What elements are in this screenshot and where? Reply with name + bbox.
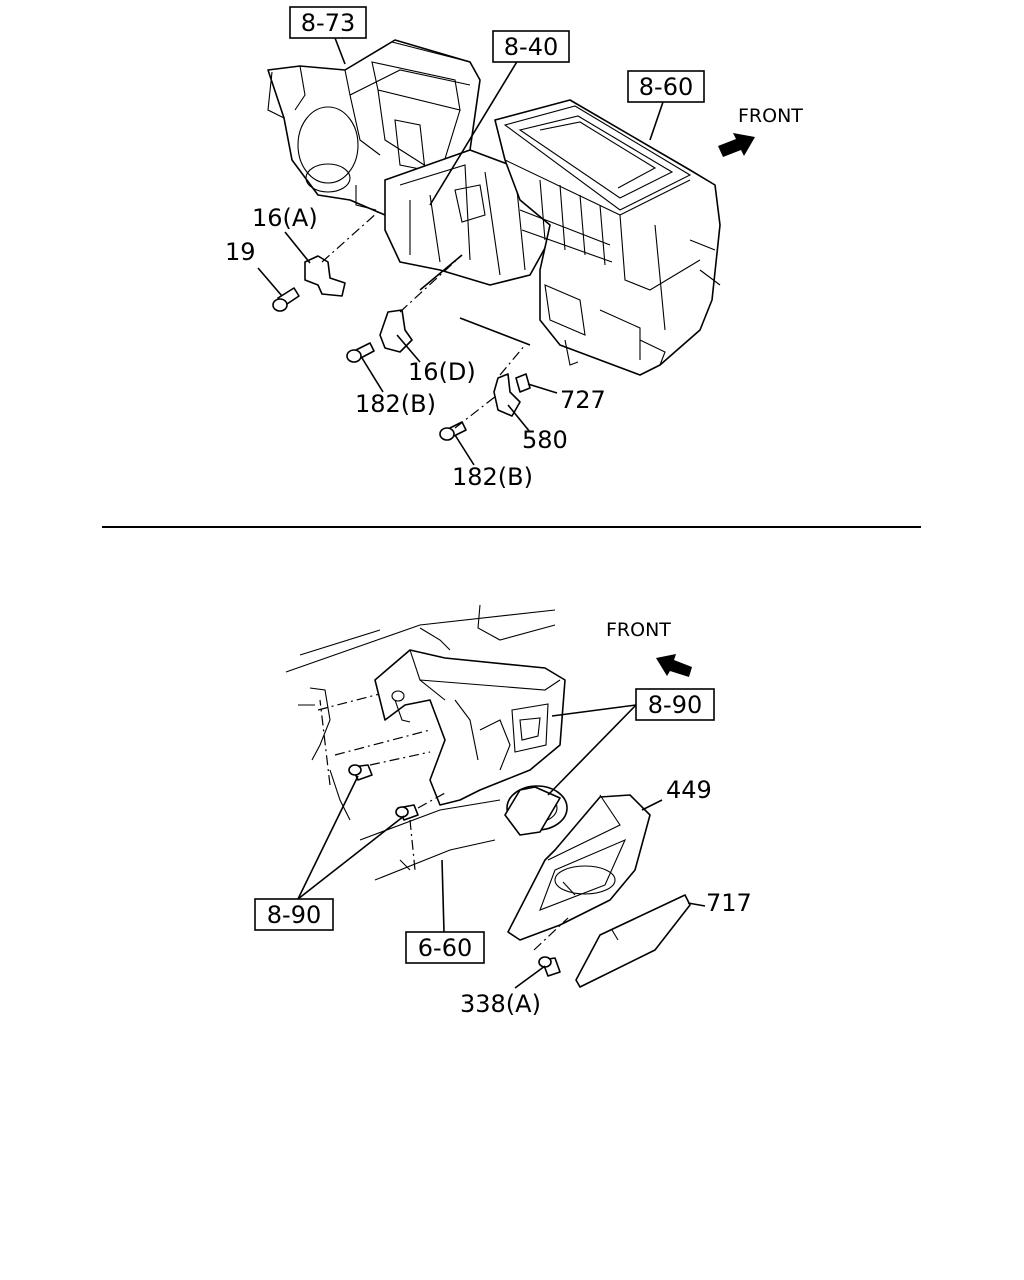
upper-diagram: 8-73 8-40 8-60 FRONT 16(A) 19 16(D) 182(… (225, 6, 803, 491)
ref-box-8-40[interactable]: 8-40 (492, 30, 570, 63)
lower-leader-lines (297, 704, 706, 989)
svg-text:6-60: 6-60 (418, 934, 472, 962)
upper-leader-lines (257, 37, 664, 466)
bolt-lower-lower-diagram (395, 804, 419, 821)
duct-assembly-illustration (384, 149, 556, 286)
callout-16d[interactable]: 16(D) (408, 358, 476, 386)
ref-box-6-60[interactable]: 6-60 (405, 931, 485, 964)
pad-727 (515, 373, 531, 393)
front-arrow-icon (718, 133, 755, 157)
callout-717[interactable]: 717 (706, 889, 752, 917)
ref-box-8-60[interactable]: 8-60 (627, 70, 705, 103)
bracket-16d (379, 309, 413, 353)
filter-housing-449 (507, 794, 651, 941)
heater-unit-illustration (494, 99, 721, 376)
front-arrow-icon-lower (656, 654, 692, 677)
bolt-19 (272, 287, 300, 312)
bracket-16a (304, 255, 346, 297)
bolt-182b-lower (439, 421, 467, 441)
svg-text:8-73: 8-73 (301, 9, 355, 37)
svg-text:8-60: 8-60 (639, 73, 693, 101)
front-label-upper: FRONT (738, 105, 803, 127)
callout-580[interactable]: 580 (522, 426, 568, 454)
filter-cover-717 (575, 894, 691, 988)
blower-motor-illustration (504, 785, 568, 836)
callout-19[interactable]: 19 (225, 238, 256, 266)
bracket-580 (493, 373, 521, 417)
svg-text:8-40: 8-40 (504, 33, 558, 61)
callout-182b-lower[interactable]: 182(B) (452, 463, 533, 491)
callout-449[interactable]: 449 (666, 776, 712, 804)
blower-housing-illustration (374, 649, 566, 806)
lower-diagram: 8-90 8-90 6-60 FRONT 449 717 338(A) (254, 604, 752, 1018)
callout-182b-upper[interactable]: 182(B) (355, 390, 436, 418)
dashboard-structure-illustration (285, 604, 556, 881)
callout-16a[interactable]: 16(A) (252, 204, 318, 232)
callout-338a[interactable]: 338(A) (460, 990, 541, 1018)
bolt-upper-lower-diagram (348, 764, 373, 781)
callout-727[interactable]: 727 (560, 386, 606, 414)
screw-338a (538, 956, 561, 977)
svg-text:8-90: 8-90 (648, 691, 702, 719)
svg-text:8-90: 8-90 (267, 901, 321, 929)
ref-box-8-90-left[interactable]: 8-90 (254, 898, 334, 931)
ref-box-8-73[interactable]: 8-73 (289, 6, 367, 39)
bolt-182b-upper (346, 342, 375, 363)
front-label-lower: FRONT (606, 619, 671, 641)
ref-box-8-90-right[interactable]: 8-90 (635, 688, 715, 721)
